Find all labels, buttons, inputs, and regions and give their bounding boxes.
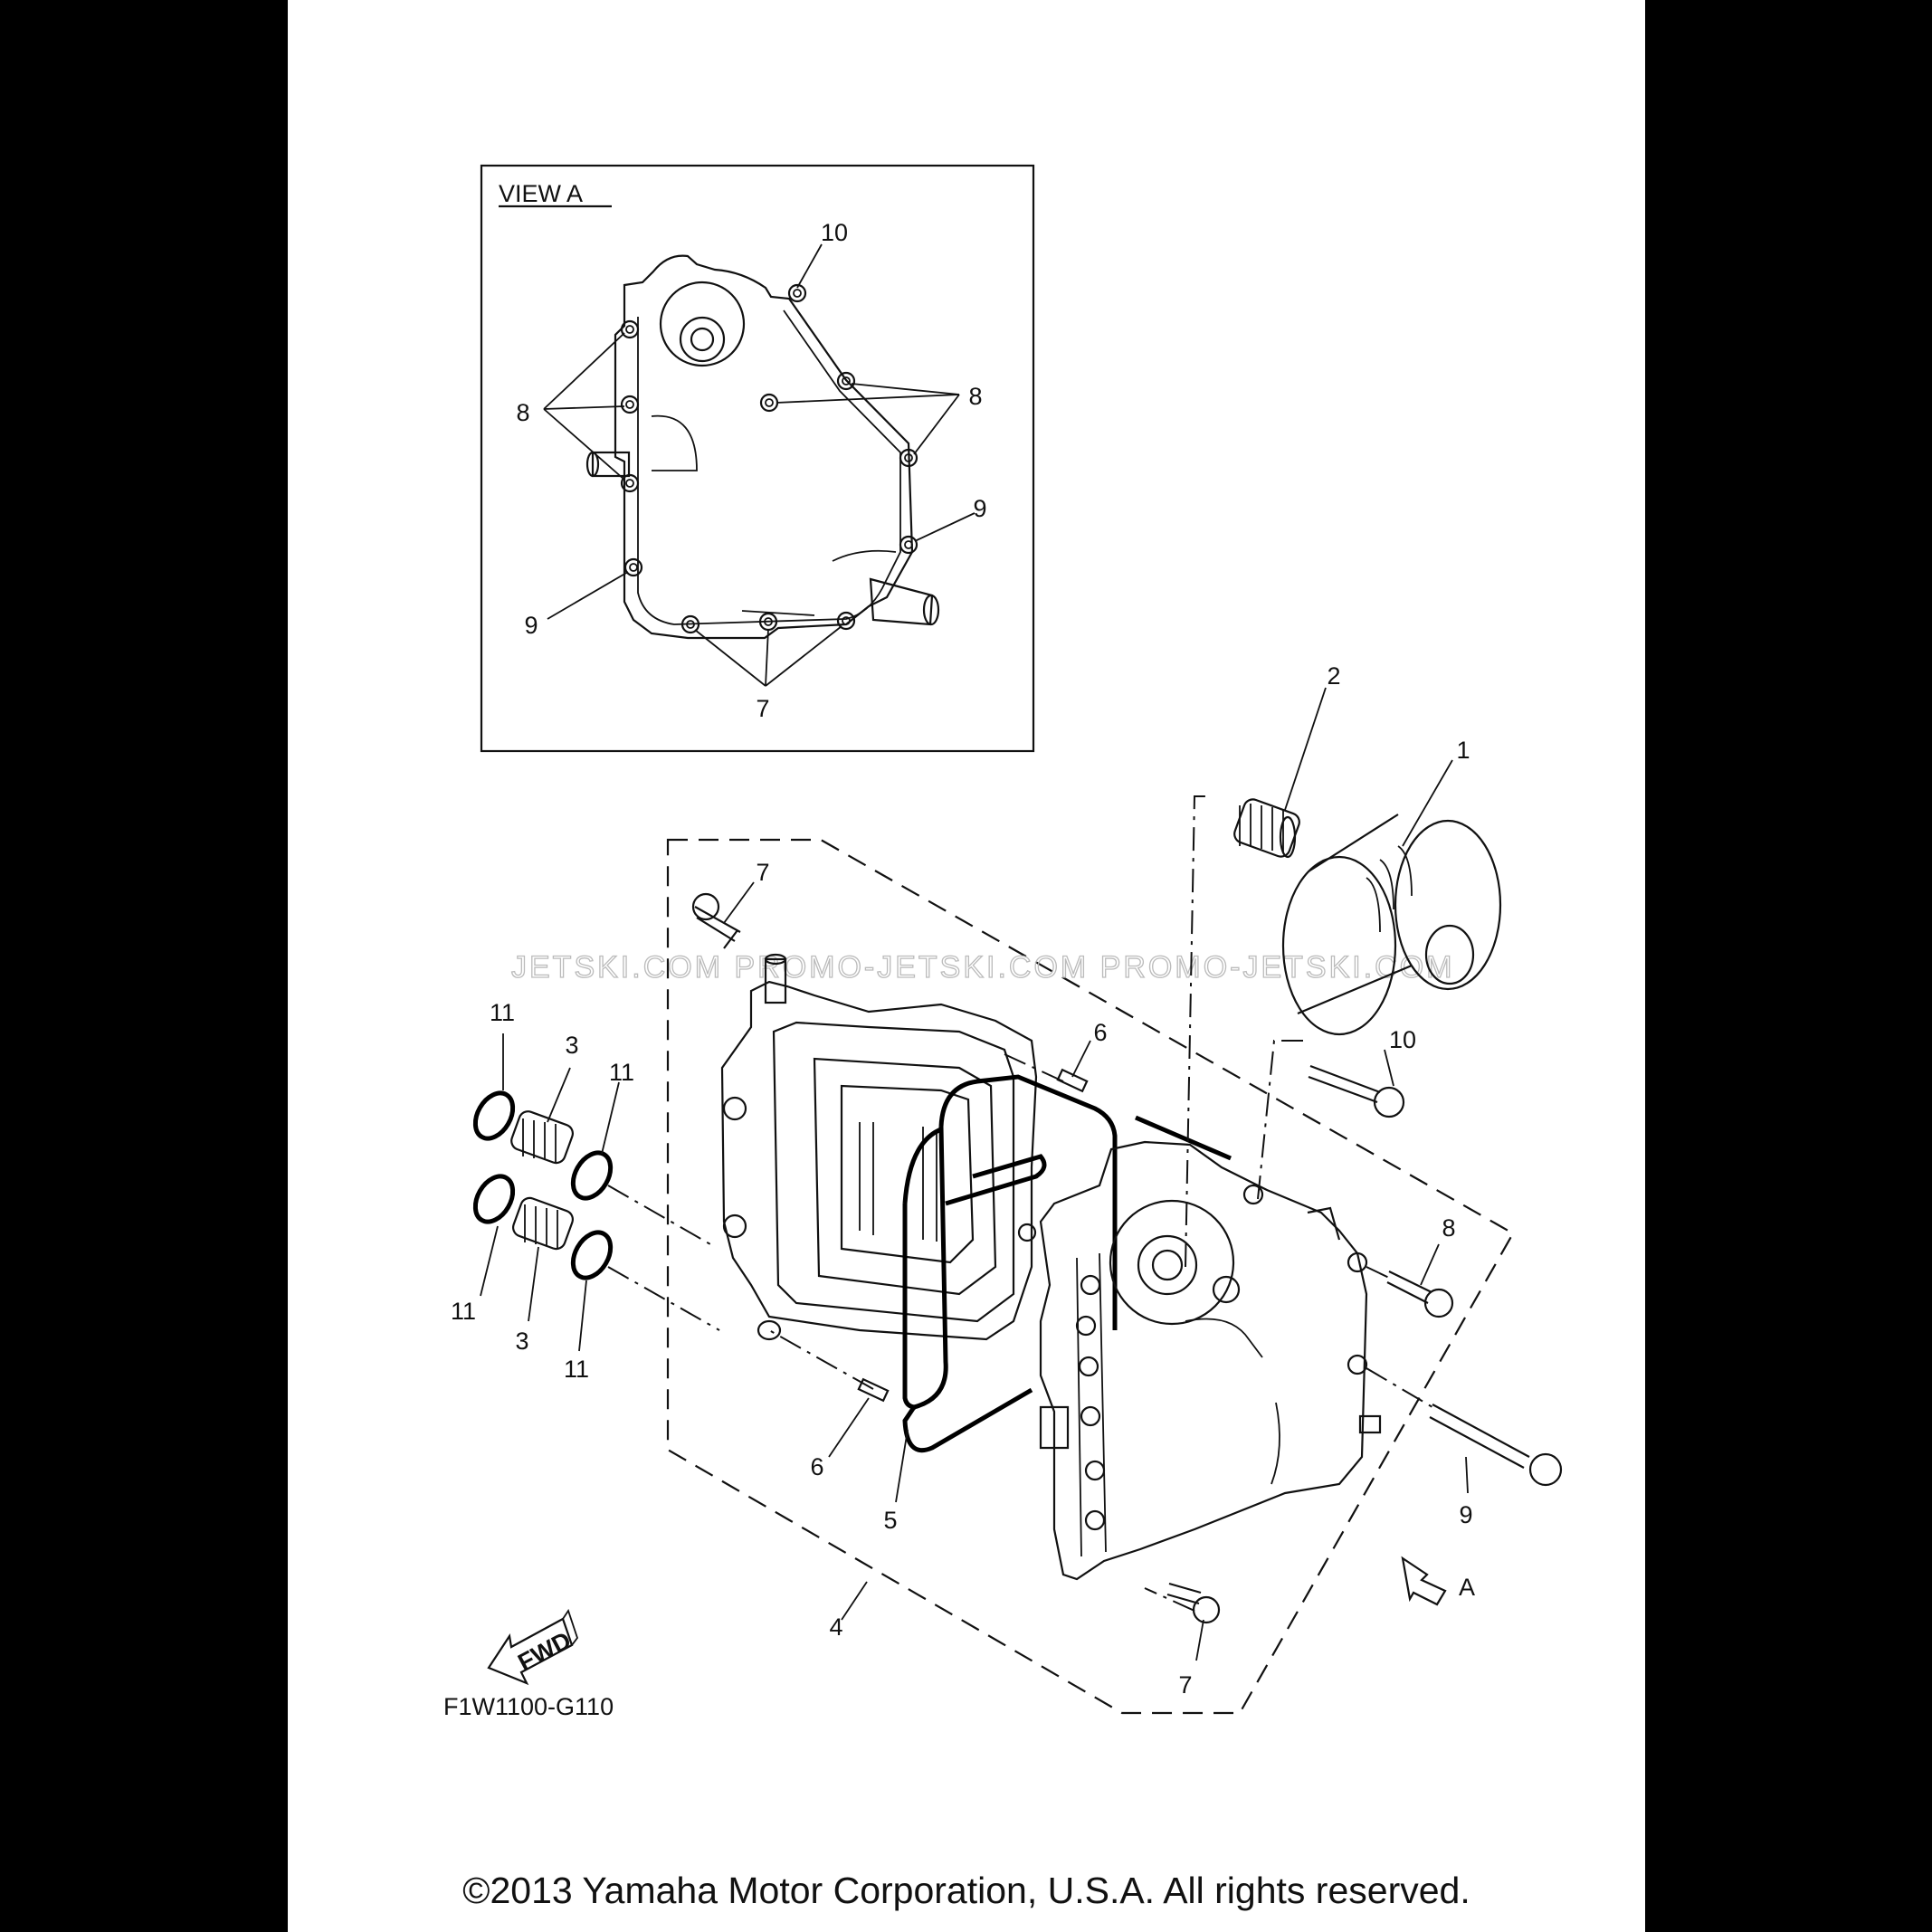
dowel-pins (857, 1068, 1089, 1403)
bolt-8 (1386, 1271, 1432, 1304)
diagram-code: F1W1100-G110 (443, 1693, 614, 1720)
callout-3-bottom: 3 (515, 1328, 528, 1355)
view-a-arrow: A (1401, 1556, 1475, 1606)
inset-cover-outline (585, 254, 940, 640)
watermark-text: JETSKI.COM PROMO-JETSKI.COM PROMO-JETSKI… (511, 950, 1454, 985)
callout-11-c: 11 (451, 1298, 476, 1325)
callout-11-b: 11 (609, 1059, 634, 1086)
inset-callout-9-right: 9 (973, 495, 986, 522)
callout-1: 1 (1456, 737, 1470, 764)
cover-tab (1307, 1206, 1341, 1241)
inset-bolt-holes (620, 283, 918, 634)
callout-2: 2 (1327, 662, 1340, 690)
main-callouts: 1 2 3 3 4 5 6 6 7 7 8 9 10 11 11 11 11 (451, 662, 1473, 1699)
filter-cover (1039, 1140, 1382, 1581)
bolt-10 (1308, 1064, 1381, 1104)
oil-filter (1281, 814, 1502, 1036)
inset-frame (480, 164, 1035, 753)
callout-10: 10 (1389, 1026, 1416, 1053)
inset-callout-10: 10 (821, 219, 848, 246)
fwd-arrow-icon: FWD (487, 1608, 579, 1686)
alignment-lines (607, 795, 1433, 1612)
copyright-notice: ©2013 Yamaha Motor Corporation, U.S.A. A… (462, 1870, 1470, 1911)
inset-left-fitting (591, 451, 631, 478)
callout-8: 8 (1442, 1214, 1455, 1242)
main-leader-lines (480, 687, 1469, 1661)
callout-11-d: 11 (564, 1356, 589, 1383)
view-a-label: VIEW A (499, 180, 583, 207)
cover-filter-boss (1109, 1199, 1235, 1326)
inset-filter-boss (659, 281, 746, 367)
bolt-7-bottom (1166, 1582, 1202, 1605)
callout-7-bottom: 7 (1178, 1671, 1192, 1699)
callout-6-bottom: 6 (810, 1453, 823, 1480)
diagram-sheet (288, 0, 1645, 1932)
gasket (902, 1074, 1232, 1453)
cooler-nipple (764, 957, 787, 1004)
oil-cooler-body (720, 953, 1038, 1341)
view-arrow-label: A (1459, 1574, 1475, 1601)
bolt-7-top (694, 906, 741, 949)
callout-6-top: 6 (1093, 1019, 1107, 1046)
callout-9: 9 (1459, 1501, 1472, 1528)
inset-callout-9-left: 9 (524, 612, 538, 639)
inset-callout-8-right: 8 (968, 383, 982, 410)
callout-4: 4 (829, 1613, 842, 1641)
fwd-label: FWD (514, 1626, 576, 1676)
view-a-inset: VIEW A (480, 164, 1035, 753)
inset-callout-8-left: 8 (516, 399, 529, 426)
bolt-9 (1429, 1404, 1530, 1469)
union-pipes (510, 1110, 574, 1251)
callout-5: 5 (883, 1507, 897, 1534)
callout-3-top: 3 (565, 1032, 578, 1059)
callout-7-top: 7 (756, 859, 769, 886)
inset-callout-7: 7 (756, 695, 769, 722)
inset-leader-lines (543, 243, 976, 687)
callout-11-a: 11 (490, 999, 515, 1026)
o-rings (472, 1090, 614, 1280)
bolts (691, 892, 1563, 1624)
watermark: JETSKI.COM PROMO-JETSKI.COM PROMO-JETSKI… (510, 949, 1454, 985)
filter-nipple (1233, 798, 1300, 859)
cover-nipple (1358, 1414, 1382, 1434)
